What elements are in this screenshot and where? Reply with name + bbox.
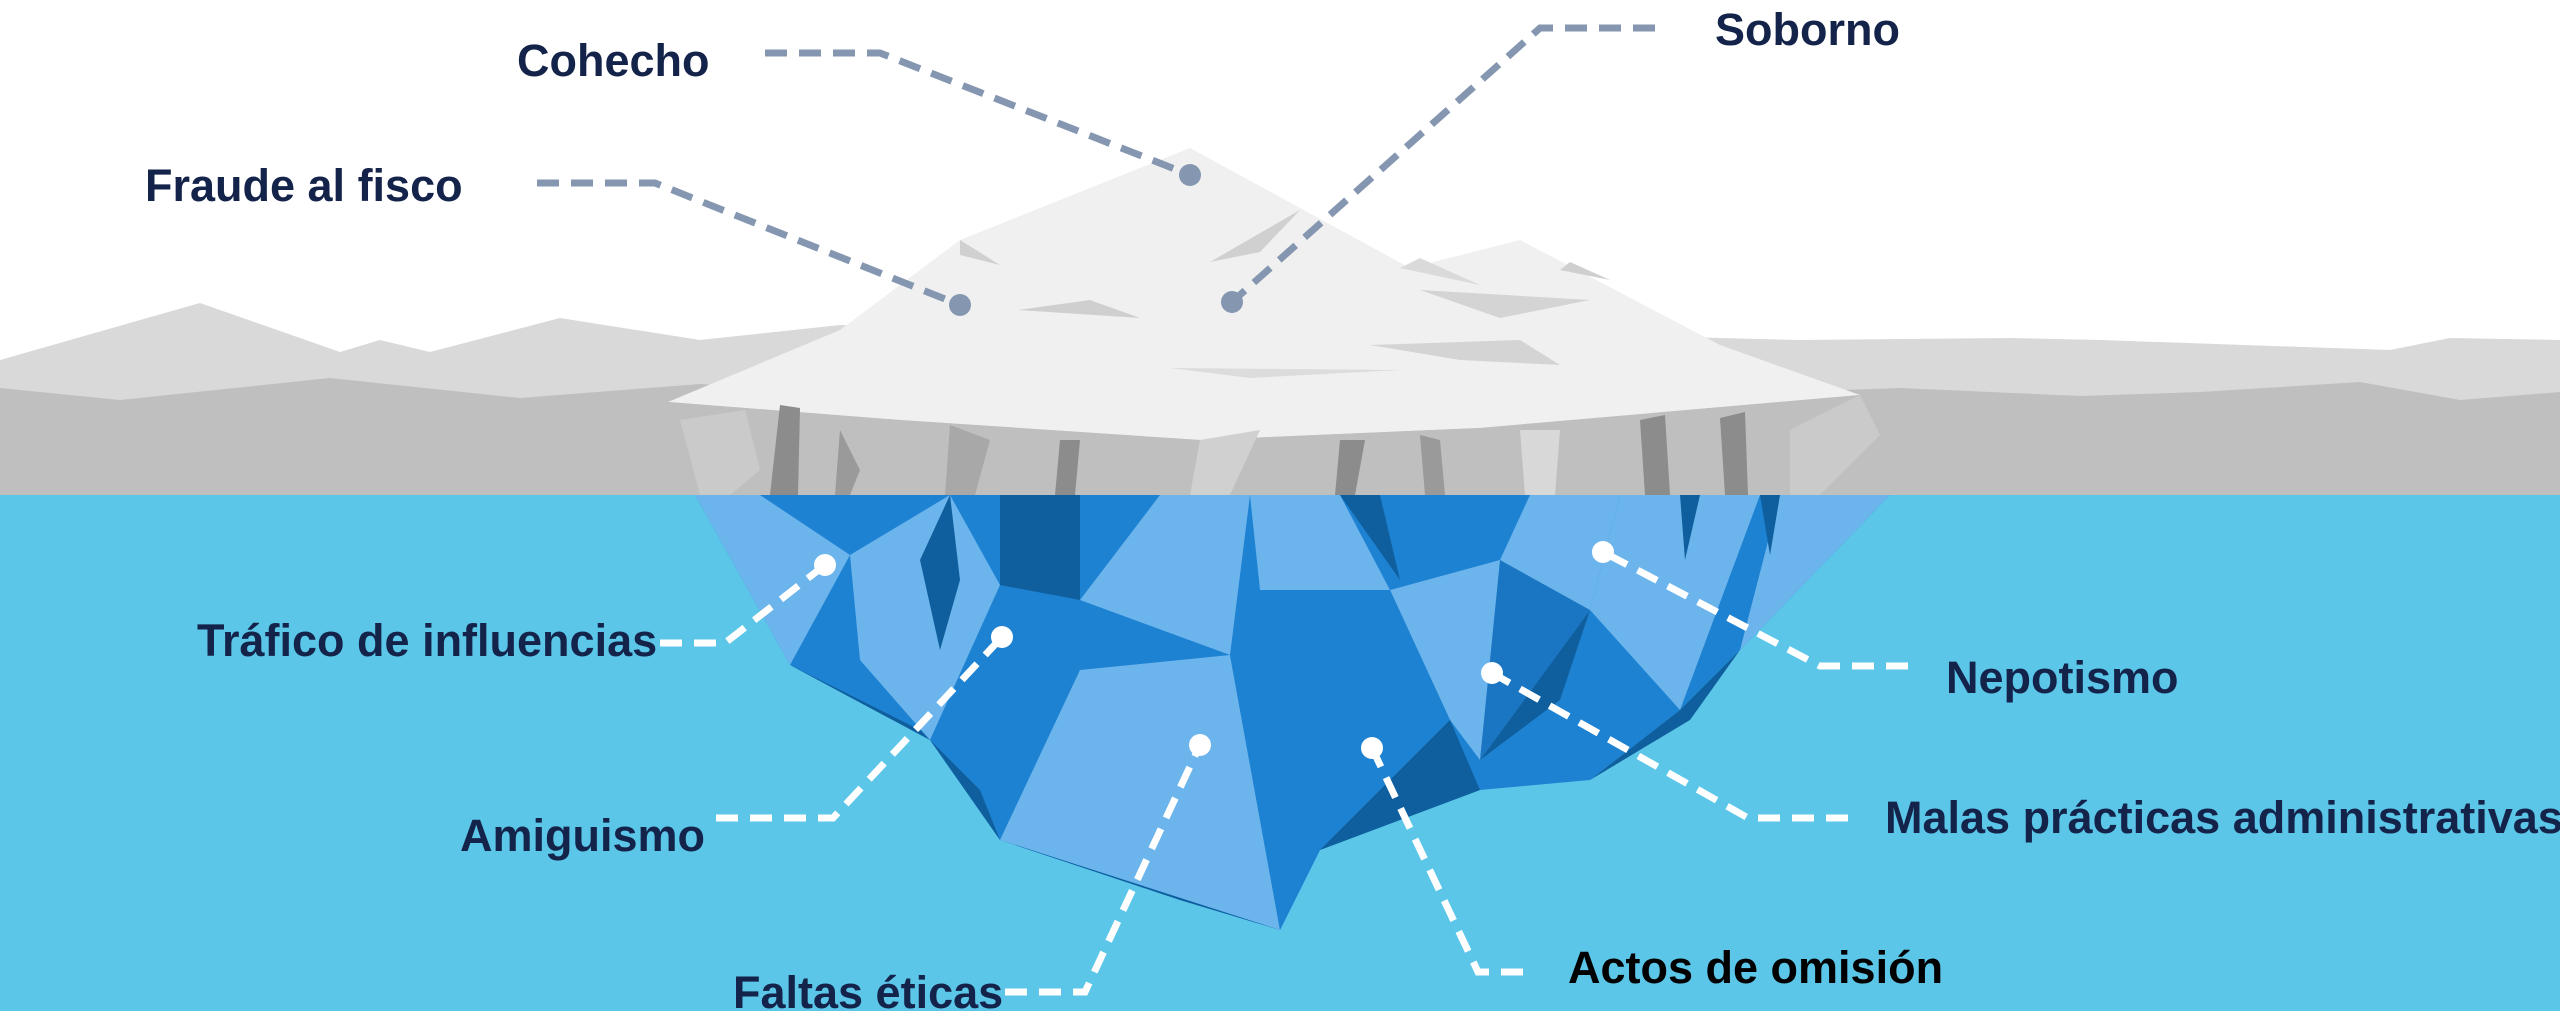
label-cohecho: Cohecho (517, 35, 710, 86)
marker-malas-practicas (1481, 662, 1503, 684)
label-soborno: Soborno (1715, 4, 1900, 55)
iceberg-facet (1740, 495, 1890, 650)
iceberg-side-facet (945, 425, 990, 495)
iceberg-facet (1480, 560, 1590, 760)
iceberg-top-facet (1018, 300, 1140, 318)
iceberg-facet (695, 495, 850, 665)
label-fraude-al-fisco: Fraude al fisco (145, 160, 463, 211)
iceberg-top-facet (1420, 290, 1590, 318)
iceberg-side-facet (1520, 430, 1560, 495)
iceberg-side-facet (1420, 435, 1445, 495)
iceberg-side-facet (770, 405, 800, 495)
iceberg-facet (1000, 655, 1280, 930)
iceberg-top-facet (1170, 368, 1400, 378)
iceberg-facet (920, 495, 960, 650)
iceberg-facet (1000, 495, 1080, 600)
iceberg-top-facet (1210, 210, 1300, 262)
leader-line-actos-de-omision (1368, 746, 1523, 976)
iceberg-facet (1590, 495, 1760, 710)
iceberg-facet (850, 495, 1000, 740)
label-faltas-eticas: Faltas éticas (733, 967, 1004, 1011)
iceberg-side-facet (1190, 430, 1260, 495)
iceberg-facet (1760, 495, 1780, 555)
marker-fraude-al-fisco (949, 294, 971, 316)
iceberg-top-facet (1560, 262, 1610, 280)
iceberg-top (668, 148, 1860, 440)
iceberg-facet (1320, 720, 1480, 850)
iceberg-side-facet (1720, 412, 1748, 495)
marker-soborno (1221, 291, 1243, 313)
leader-line-faltas-eticas (1005, 743, 1204, 996)
iceberg-facet (1000, 840, 1280, 930)
iceberg-facet (1680, 495, 1700, 560)
label-actos-de-omision: Actos de omisión (1568, 942, 1944, 993)
iceberg-side-facet (1055, 440, 1080, 495)
marker-nepotismo (1592, 541, 1614, 563)
iceberg-side-facet (1790, 395, 1880, 495)
iceberg-top-facet (1370, 340, 1560, 365)
marker-amiguismo (991, 626, 1013, 648)
label-nepotismo: Nepotismo (1946, 652, 2179, 703)
marker-cohecho (1179, 164, 1201, 186)
iceberg-top-facet (960, 240, 1000, 265)
leader-line-nepotismo (1601, 548, 1908, 670)
iceberg-facet (1060, 495, 1080, 600)
marker-trafico-de-influencias (814, 554, 836, 576)
iceberg-facet (1230, 590, 1450, 930)
iceberg-facet (1080, 495, 1250, 655)
iceberg-facet (790, 665, 930, 740)
leader-line-soborno (1229, 24, 1655, 305)
leader-line-cohecho (765, 49, 1192, 179)
iceberg-top-facet (1400, 258, 1480, 285)
leader-line-trafico-de-influencias (660, 562, 828, 647)
iceberg-facet (1250, 495, 1390, 590)
iceberg-side-facet (680, 410, 760, 495)
marker-actos-de-omision (1361, 737, 1383, 759)
label-trafico-de-influencias: Tráfico de influencias (197, 615, 658, 666)
marker-faltas-eticas (1189, 734, 1211, 756)
iceberg-side-facet (1335, 440, 1365, 495)
iceberg-facet (930, 740, 1000, 840)
leader-line-amiguismo (716, 634, 1005, 822)
iceberg-side-facet (835, 430, 860, 495)
label-amiguismo: Amiguismo (460, 810, 706, 861)
leader-line-fraude-al-fisco (537, 179, 962, 309)
label-malas-practicas-administrativas: Malas prácticas administrativas (1885, 792, 2560, 843)
iceberg-facet (1340, 495, 1400, 580)
iceberg-side-facet (1640, 415, 1670, 495)
